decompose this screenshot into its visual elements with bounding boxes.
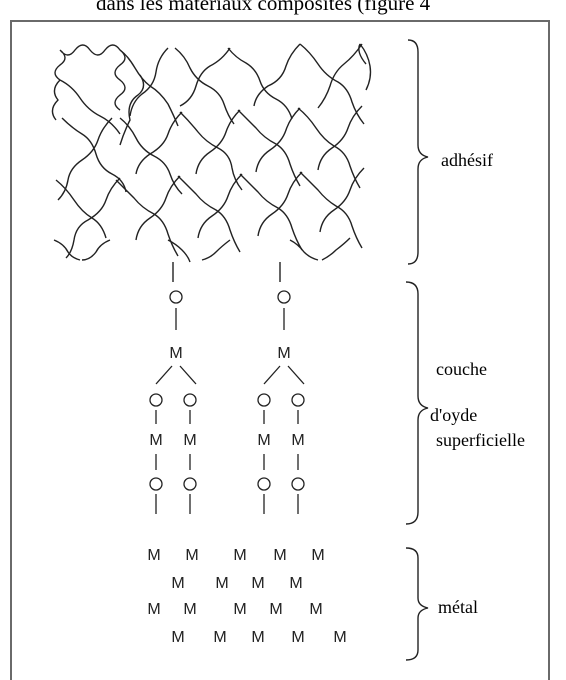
metal-atom: M xyxy=(277,345,290,362)
polymer-cell xyxy=(239,171,303,251)
polymer-cell xyxy=(57,117,127,201)
label-adhesive: adhésif xyxy=(441,148,493,172)
oxygen-atom: O xyxy=(183,477,197,491)
polymer-cell xyxy=(174,47,235,125)
brace-adhesive xyxy=(407,39,429,265)
polymer-cell xyxy=(119,111,183,195)
metal-atom: M xyxy=(147,601,160,618)
polymer-cell xyxy=(297,105,363,189)
metal-atom: M xyxy=(333,629,346,646)
oxygen-atom: O xyxy=(183,393,197,407)
label-oxide-line2: d'oyde xyxy=(430,403,478,427)
oxygen-atom: O xyxy=(169,290,183,304)
polymer-cell xyxy=(299,43,365,125)
oxygen-atom: O xyxy=(149,477,163,491)
metal-atom: M xyxy=(169,345,182,362)
bond-line xyxy=(287,365,305,385)
oxygen-atom: O xyxy=(149,393,163,407)
metal-atom: M xyxy=(291,629,304,646)
diagram-frame xyxy=(10,20,550,680)
metal-atom: M xyxy=(269,601,282,618)
polymer-cell xyxy=(227,43,301,120)
polymer-cell xyxy=(177,173,243,253)
metal-atom: M xyxy=(183,601,196,618)
polymer-cell xyxy=(54,44,126,111)
brace-oxide xyxy=(405,281,429,525)
metal-atom: M xyxy=(213,629,226,646)
label-oxide-line1: couche xyxy=(436,357,487,381)
metal-atom: M xyxy=(171,629,184,646)
polymer-fringe xyxy=(53,237,351,263)
metal-atom: M xyxy=(183,432,196,449)
bond-line xyxy=(179,365,197,385)
metal-atom: M xyxy=(311,547,324,564)
metal-atom: M xyxy=(291,432,304,449)
oxygen-atom: O xyxy=(291,393,305,407)
label-oxide-line3: superficielle xyxy=(436,428,525,452)
polymer-cell xyxy=(51,74,145,146)
label-metal: métal xyxy=(438,595,478,619)
polymer-cell xyxy=(237,107,301,187)
brace-metal xyxy=(405,547,429,661)
metal-atom: M xyxy=(289,575,302,592)
bond-line xyxy=(155,365,173,385)
metal-atom: M xyxy=(251,629,264,646)
metal-atom: M xyxy=(273,547,286,564)
polymer-cell xyxy=(119,47,179,127)
polymer-cell xyxy=(55,177,121,259)
metal-atom: M xyxy=(251,575,264,592)
polymer-network xyxy=(51,43,372,282)
oxygen-atom: O xyxy=(277,290,291,304)
anchor-chain xyxy=(172,262,281,282)
braces xyxy=(405,39,429,661)
oxygen-atom: O xyxy=(291,477,305,491)
metal-atom: M xyxy=(257,432,270,449)
metal-atom: M xyxy=(215,575,228,592)
metal-atom: M xyxy=(185,547,198,564)
bond-line xyxy=(263,365,281,385)
metal-atom: M xyxy=(233,601,246,618)
polymer-cell xyxy=(358,43,372,91)
oxygen-atom: O xyxy=(257,393,271,407)
metal-atom: M xyxy=(233,547,246,564)
metal-atom: M xyxy=(171,575,184,592)
metal-atom: M xyxy=(309,601,322,618)
oxygen-atom: O xyxy=(257,477,271,491)
metal-atom: M xyxy=(149,432,162,449)
polymer-cell xyxy=(179,109,243,191)
polymer-cell xyxy=(299,167,365,249)
figure-caption: dans les matériaux composites (figure 4 xyxy=(96,0,431,15)
metal-atom: M xyxy=(147,547,160,564)
